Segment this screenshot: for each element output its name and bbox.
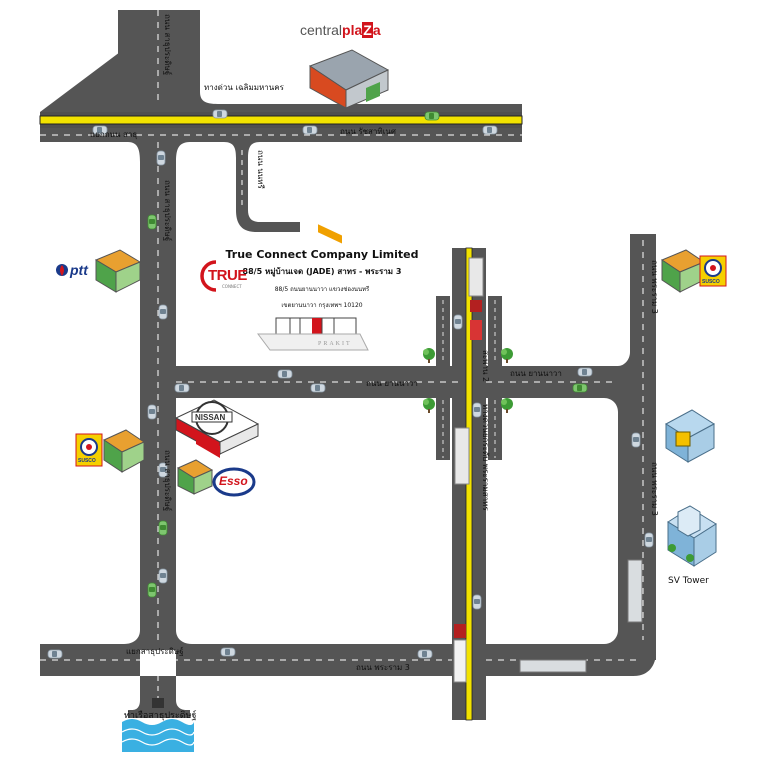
nonsi-road-label: ถนน นนทรี	[256, 150, 265, 189]
susco-station-icon-right	[660, 249, 727, 293]
centralplaza-logo-part-1: central	[300, 22, 343, 38]
company-address-1: 88/5 หมู่บ้านเจด (JADE) สาทร - พระราม 3	[242, 267, 402, 276]
expressway-label: ทางด่วน เฉลิมมหานคร	[204, 83, 284, 92]
esso-station-icon	[176, 459, 256, 497]
sathu-pradit-road-label-mid: ถนน สาธุประดิษฐ์	[163, 180, 172, 242]
centralplaza-logo-part-4: a	[372, 22, 381, 38]
bridge-long-label: ทางด่วนยกระดับ พระรามสาทร	[481, 404, 490, 511]
ptt-station-icon	[56, 249, 142, 293]
company-address-2: 88/5 ถนนยานนาวา แขวงช่องนนทรี	[274, 286, 370, 293]
river	[122, 719, 194, 752]
road-markings	[39, 10, 644, 721]
true-logo-text: TRUE	[208, 267, 247, 284]
rama3-road-label-bottom: ถนน พระราม 3	[356, 663, 410, 672]
rama3-road-label-right-top: ถนน พระราม 3	[650, 260, 659, 314]
pier-label: ท่าเรือสาธุประดิษฐ์	[124, 711, 197, 721]
true-logo-icon	[200, 260, 217, 292]
true-logo-sub: CONNECT	[222, 284, 242, 289]
centralplaza-logo: centralplaZa	[300, 22, 381, 38]
company-address-3: เขตยานนาวา กรุงเทพฯ 10120	[281, 302, 363, 309]
vehicles	[47, 109, 654, 683]
nissan-logo: NISSAN	[195, 413, 226, 422]
centralplaza-logo-part-2: pla	[342, 22, 363, 38]
yannawa-road-label-a: ถนน ยานนาวา	[366, 379, 418, 388]
bank-building-icon	[665, 409, 715, 463]
centralplaza-logo-part-3: Z	[362, 22, 373, 38]
bridge-top-label: สะพาน 2	[481, 350, 490, 383]
sathu-pradit-road-label-low: ถนน สาธุประดิษฐ์	[163, 450, 172, 512]
central-building-icon	[308, 49, 390, 244]
ptt-logo: ptt	[70, 262, 88, 278]
susco-logo-left: SUSCO	[78, 458, 96, 464]
pier-marker	[152, 698, 164, 708]
rajsathit-road-label: ถนน รัชสาทิเนศ	[340, 127, 396, 136]
sv-tower-label: SV Tower	[668, 576, 709, 586]
rama3-junction-label: แยกสาธุประดิษฐ์	[126, 647, 184, 656]
rama3-road-label-right-mid: ถนน พระราม 3	[650, 462, 659, 516]
company-name: True Connect Company Limited	[225, 248, 419, 261]
susco-station-icon-left	[75, 429, 146, 473]
sv-tower-icon	[667, 505, 717, 567]
esso-logo: Esso	[219, 474, 248, 488]
sathu-pradit-road-label-top: ถนน สาธุประดิษฐ์	[163, 14, 172, 76]
nissan-dealer-icon	[174, 399, 260, 458]
susco-logo-right: SUSCO	[702, 279, 720, 285]
company-info: True Connect Company Limited 88/5 หมู่บ้…	[224, 248, 420, 310]
prakit-label: PRAKIT	[318, 341, 352, 347]
yannawa-road-label-b: ถนน ยานนาวา	[510, 369, 562, 378]
sathu-junction-label: แยกถนน สาธุ	[90, 130, 138, 139]
